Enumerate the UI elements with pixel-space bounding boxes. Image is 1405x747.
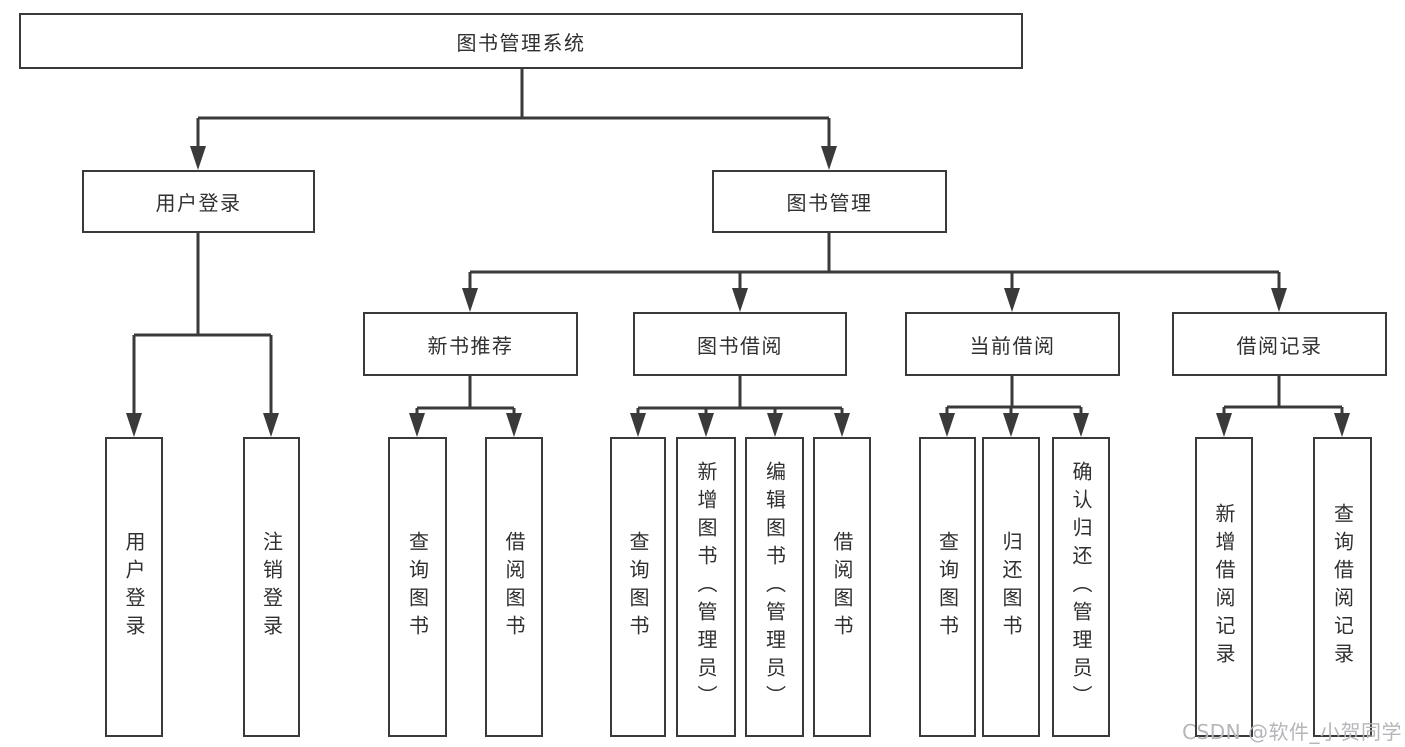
node-label: 新增借阅记录 bbox=[1212, 503, 1236, 671]
node-label: 图书管理系统 bbox=[456, 30, 586, 55]
node-label: 归还图书 bbox=[999, 531, 1023, 643]
connector-book-management bbox=[468, 233, 1281, 290]
watermark: CSDN @软件_小贺同学 bbox=[1182, 720, 1402, 744]
arrowheads bbox=[126, 146, 1350, 437]
node-user-login-leaf: 用户登录 bbox=[105, 437, 163, 737]
node-borrow-books-rec: 借阅图书 bbox=[485, 437, 543, 737]
connector-user-login bbox=[132, 233, 273, 415]
node-confirm-return-admin: 确认归还（管理员） bbox=[1052, 437, 1110, 737]
node-label: 借阅记录 bbox=[1236, 333, 1323, 358]
node-edit-book-admin: 编辑图书（管理员） bbox=[745, 437, 804, 737]
node-label: 用户登录 bbox=[155, 191, 242, 215]
node-label: 新增图书（管理员） bbox=[694, 461, 718, 713]
node-query-books-borrow: 查询图书 bbox=[610, 437, 666, 737]
node-add-borrow-record: 新增借阅记录 bbox=[1195, 437, 1253, 737]
node-current-borrowing: 当前借阅 bbox=[905, 312, 1120, 376]
connector-current-borrowing bbox=[945, 376, 1083, 415]
node-query-books-rec: 查询图书 bbox=[388, 437, 447, 737]
connector-new-book bbox=[415, 376, 516, 415]
node-label: 借阅图书 bbox=[502, 531, 526, 643]
node-label: 用户登录 bbox=[122, 531, 146, 643]
node-book-borrowing: 图书借阅 bbox=[633, 312, 847, 376]
connector-root bbox=[196, 69, 831, 148]
node-label: 查询图书 bbox=[405, 531, 430, 643]
node-label: 查询借阅记录 bbox=[1330, 503, 1355, 671]
node-label: 图书借阅 bbox=[697, 333, 783, 358]
node-user-login: 用户登录 bbox=[82, 170, 315, 233]
node-borrowing-records: 借阅记录 bbox=[1172, 312, 1387, 376]
connector-book-borrowing bbox=[636, 376, 844, 415]
node-borrow-books-borrow: 借阅图书 bbox=[813, 437, 871, 737]
node-label: 查询图书 bbox=[626, 531, 650, 643]
node-label: 注销登录 bbox=[259, 531, 284, 643]
node-label: 确认归还（管理员） bbox=[1069, 461, 1093, 713]
node-label: 当前借阅 bbox=[969, 333, 1056, 358]
node-query-borrow-record: 查询借阅记录 bbox=[1313, 437, 1372, 737]
node-label: 借阅图书 bbox=[830, 531, 854, 643]
node-query-books-current: 查询图书 bbox=[919, 437, 976, 737]
node-logout: 注销登录 bbox=[243, 437, 300, 737]
node-return-books: 归还图书 bbox=[982, 437, 1040, 737]
connector-borrowing-records bbox=[1222, 376, 1344, 415]
node-library-management-system: 图书管理系统 bbox=[19, 13, 1023, 69]
node-label: 编辑图书（管理员） bbox=[762, 461, 787, 713]
node-label: 新书推荐 bbox=[427, 333, 514, 358]
node-label: 图书管理 bbox=[786, 191, 873, 215]
node-new-book-recommendation: 新书推荐 bbox=[363, 312, 578, 376]
node-add-book-admin: 新增图书（管理员） bbox=[676, 437, 736, 737]
node-book-management: 图书管理 bbox=[712, 170, 947, 233]
node-label: 查询图书 bbox=[935, 531, 960, 643]
